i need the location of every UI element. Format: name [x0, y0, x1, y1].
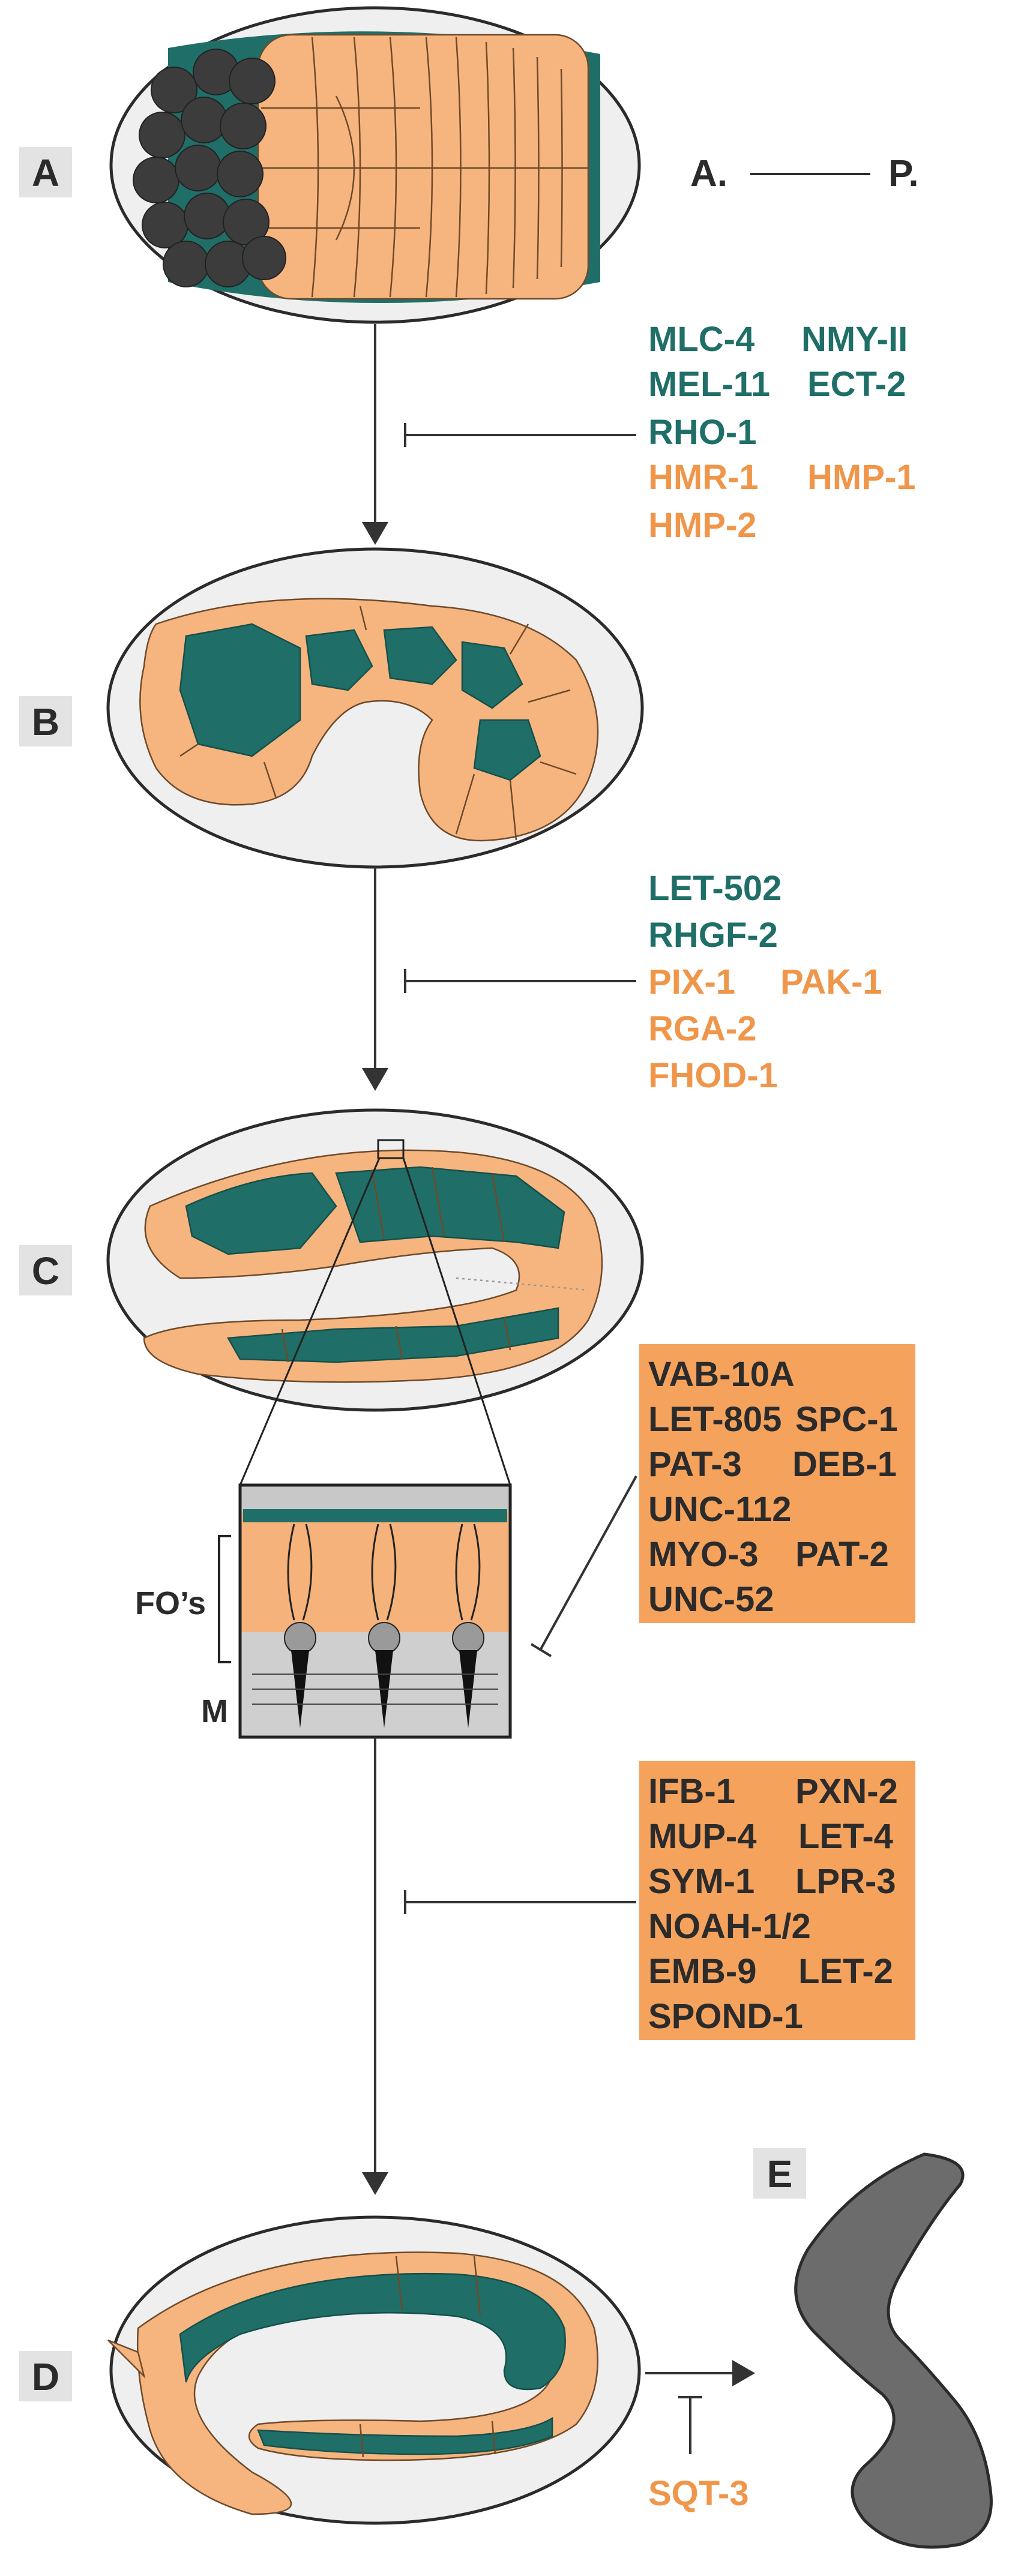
box1-inhibition — [530, 1476, 637, 1657]
gene-pix-1: PIX-1 — [648, 962, 735, 1001]
panel-label-c: C — [32, 1249, 59, 1293]
gene-rho-1: RHO-1 — [648, 413, 756, 452]
panel-label-a: A — [32, 151, 59, 194]
teal-cell-b-4 — [461, 641, 523, 709]
inset-apical-band — [243, 1509, 507, 1522]
gene-unc-52: UNC-52 — [648, 1580, 774, 1619]
arrow-d-to-e — [645, 2360, 755, 2454]
gene-let-4: LET-4 — [798, 1817, 893, 1856]
panel-label-d-bg — [19, 2351, 72, 2401]
gene-noah-1-2: NOAH-1/2 — [648, 1907, 811, 1946]
gene-list-step2: LET-502 RHGF-2 PIX-1 PAK-1 RGA-2 FHOD-1 — [648, 869, 882, 1095]
gene-spc-1: SPC-1 — [795, 1400, 898, 1439]
cell-boundaries-a — [261, 37, 588, 298]
cell-boundaries-c — [281, 1166, 589, 1363]
panel-a: A — [19, 6, 919, 324]
fo-bracket — [218, 1535, 231, 1663]
worm-larva — [794, 2152, 993, 2549]
arrow-a-to-b — [362, 324, 636, 545]
gene-mel-11: MEL-11 — [648, 365, 770, 404]
panel-label-c-bg — [19, 1245, 72, 1296]
zoom-line-left — [239, 1157, 381, 1486]
gene-pxn-2: PXN-2 — [795, 1772, 898, 1811]
gene-vab-10a: VAB-10A — [648, 1355, 795, 1394]
zoom-region-box — [377, 1139, 405, 1159]
teal-tissue-d-1 — [179, 2272, 566, 2391]
zoom-line-right — [402, 1157, 511, 1486]
gene-unc-112: UNC-112 — [648, 1490, 792, 1529]
gene-ect-2: ECT-2 — [807, 365, 906, 404]
cell-boundaries-d — [359, 2256, 496, 2458]
teal-tissue-d-2 — [257, 2416, 553, 2455]
gene-myo-3: MYO-3 — [648, 1535, 759, 1574]
gene-sym-1: SYM-1 — [648, 1862, 754, 1901]
gene-rga-2: RGA-2 — [648, 1009, 756, 1048]
teal-cell-b-2 — [305, 629, 373, 691]
panel-label-e-bg — [753, 2148, 806, 2199]
gene-box-1: VAB-10A LET-805 SPC-1 PAT-3 DEB-1 UNC-11… — [639, 1344, 915, 1623]
gene-hmp-1: HMP-1 — [807, 458, 915, 497]
gene-hmr-1: HMR-1 — [648, 458, 759, 497]
gene-pat-3: PAT-3 — [648, 1445, 742, 1484]
gene-lpr-3: LPR-3 — [795, 1862, 896, 1901]
posterior-label: P. — [888, 153, 919, 194]
gene-pak-1: PAK-1 — [780, 962, 882, 1001]
teal-cell-b-3 — [383, 626, 457, 685]
panel-label-b-bg — [19, 696, 72, 746]
gene-nmy-ii: NMY-II — [801, 320, 908, 359]
gene-box-1-bg — [639, 1344, 915, 1623]
panel-c: C — [19, 1108, 644, 1486]
muscle-label: M — [201, 1693, 228, 1729]
arrow-c-to-d — [362, 1737, 636, 2195]
gene-sqt-3: SQT-3 — [648, 2474, 749, 2513]
gene-let-805: LET-805 — [648, 1400, 782, 1439]
teal-cell-b-5 — [473, 719, 541, 781]
gene-emb-9: EMB-9 — [648, 1952, 756, 1991]
gene-rhgf-2: RHGF-2 — [648, 916, 778, 955]
panel-label-e: E — [767, 2152, 793, 2196]
panel-d: D — [19, 2215, 641, 2525]
gene-ifb-1: IFB-1 — [648, 1772, 735, 1811]
cell-boundaries-b — [179, 605, 577, 841]
gene-mup-4: MUP-4 — [648, 1817, 756, 1856]
fo-label: FO’s — [135, 1585, 206, 1621]
gene-spond-1: SPOND-1 — [648, 1997, 803, 2036]
gene-deb-1: DEB-1 — [792, 1445, 897, 1484]
panel-label-b: B — [32, 700, 59, 743]
gene-hmp-2: HMP-2 — [648, 506, 756, 545]
teal-cell-c-1 — [185, 1172, 337, 1255]
teal-cell-b-1 — [179, 623, 301, 757]
gene-fhod-1: FHOD-1 — [648, 1056, 778, 1095]
gene-let-502: LET-502 — [648, 869, 782, 908]
fibrous-organelles — [287, 1524, 481, 1621]
teal-cell-c-3 — [226, 1307, 559, 1363]
teal-cell-c-2 — [335, 1166, 565, 1249]
panel-label-d: D — [32, 2355, 59, 2398]
tail-tip-d — [107, 2339, 146, 2379]
attachment-inset: FO’s M — [135, 1483, 512, 1739]
gene-mlc-4: MLC-4 — [648, 320, 754, 359]
gene-box-2-bg — [639, 1761, 915, 2040]
cell-cluster-a — [133, 49, 286, 287]
gene-box-2: IFB-1 PXN-2 MUP-4 LET-4 SYM-1 LPR-3 NOAH… — [639, 1761, 915, 2040]
panel-b: B — [19, 547, 644, 869]
inset-cuticle — [240, 1485, 510, 1512]
anterior-label: A. — [690, 153, 727, 194]
panel-e: E — [753, 2148, 993, 2549]
arrow-b-to-c — [362, 867, 636, 1091]
gene-list-step1: MLC-4 NMY-II MEL-11 ECT-2 RHO-1 HMR-1 HM… — [648, 320, 915, 545]
gene-let-2: LET-2 — [798, 1952, 893, 1991]
myofilaments — [252, 1674, 498, 1705]
panel-label-a-bg — [19, 147, 72, 197]
gene-pat-2: PAT-2 — [795, 1535, 889, 1574]
